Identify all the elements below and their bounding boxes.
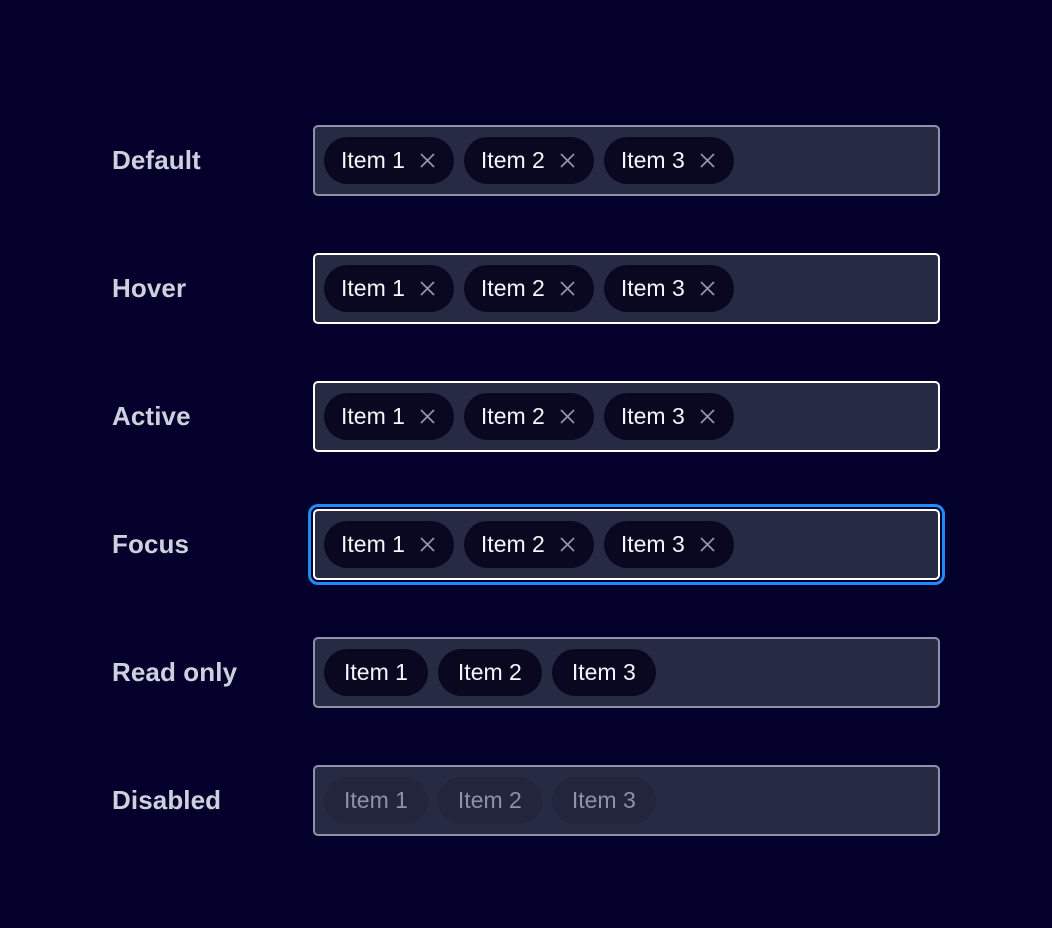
chip-input-disabled: Item 1 Item 2 Item 3 <box>313 764 940 836</box>
state-row-readonly: Read only Item 1 Item 2 Item 3 <box>112 608 940 736</box>
state-label-readonly: Read only <box>112 657 238 687</box>
close-icon[interactable] <box>698 279 717 298</box>
state-label-default: Default <box>112 145 201 175</box>
close-icon[interactable] <box>558 407 577 426</box>
chip-label: Item 2 <box>457 658 522 685</box>
chip-label: Item 1 <box>344 658 408 685</box>
chip[interactable]: Item 1 <box>324 520 454 568</box>
state-label-hover: Hover <box>112 273 187 303</box>
state-label-disabled: Disabled <box>112 785 222 815</box>
close-icon[interactable] <box>418 535 437 554</box>
close-icon[interactable] <box>418 151 437 170</box>
state-row-active: Active Item 1 Item 2 Item 3 <box>112 352 940 480</box>
chip-label: Item 2 <box>480 402 545 429</box>
chip[interactable]: Item 2 <box>463 520 594 568</box>
state-row-disabled: Disabled Item 1 Item 2 Item 3 <box>112 736 940 864</box>
close-icon[interactable] <box>698 151 717 170</box>
chip-input-default[interactable]: Item 1 Item 2 Item 3 <box>313 124 940 196</box>
state-row-default: Default Item 1 Item 2 Item 3 <box>112 96 940 224</box>
chip: Item 2 <box>437 776 542 824</box>
chip[interactable]: Item 3 <box>603 520 734 568</box>
chip[interactable]: Item 3 <box>551 648 656 696</box>
close-icon[interactable] <box>418 279 437 298</box>
close-icon[interactable] <box>418 407 437 426</box>
chip[interactable]: Item 1 <box>324 392 454 440</box>
chip-label: Item 3 <box>620 402 685 429</box>
chip-label: Item 3 <box>620 274 685 301</box>
chip-label: Item 1 <box>341 530 405 557</box>
chip[interactable]: Item 3 <box>603 136 734 184</box>
state-row-focus: Focus Item 1 Item 2 Item 3 <box>112 480 940 608</box>
close-icon[interactable] <box>698 535 717 554</box>
chip-label: Item 2 <box>480 274 545 301</box>
chip[interactable]: Item 2 <box>463 392 594 440</box>
state-label-focus: Focus <box>112 529 190 559</box>
chip-input-readonly[interactable]: Item 1 Item 2 Item 3 <box>313 636 940 708</box>
chip-label: Item 3 <box>620 530 685 557</box>
chip-label: Item 1 <box>344 786 408 813</box>
chip-label: Item 2 <box>480 530 545 557</box>
chip[interactable]: Item 1 <box>324 648 428 696</box>
chip[interactable]: Item 3 <box>603 392 734 440</box>
chip-input-focus[interactable]: Item 1 Item 2 Item 3 <box>313 508 940 580</box>
chip-label: Item 3 <box>571 658 636 685</box>
chip: Item 3 <box>551 776 656 824</box>
close-icon[interactable] <box>558 279 577 298</box>
close-icon[interactable] <box>558 535 577 554</box>
chip-input-active[interactable]: Item 1 Item 2 Item 3 <box>313 380 940 452</box>
state-label-active: Active <box>112 401 191 431</box>
chip: Item 1 <box>324 776 428 824</box>
chip-label: Item 2 <box>457 786 522 813</box>
chip-label: Item 1 <box>341 146 405 173</box>
chip-label: Item 1 <box>341 274 405 301</box>
state-row-hover: Hover Item 1 Item 2 Item 3 <box>112 224 940 352</box>
close-icon[interactable] <box>698 407 717 426</box>
chip[interactable]: Item 1 <box>324 264 454 312</box>
chip[interactable]: Item 2 <box>463 136 594 184</box>
close-icon[interactable] <box>558 151 577 170</box>
chip[interactable]: Item 2 <box>437 648 542 696</box>
chip-label: Item 3 <box>571 786 636 813</box>
chip[interactable]: Item 1 <box>324 136 454 184</box>
chip-label: Item 3 <box>620 146 685 173</box>
chip-label: Item 1 <box>341 402 405 429</box>
chip-label: Item 2 <box>480 146 545 173</box>
chip[interactable]: Item 3 <box>603 264 734 312</box>
chip[interactable]: Item 2 <box>463 264 594 312</box>
chip-input-hover[interactable]: Item 1 Item 2 Item 3 <box>313 252 940 324</box>
